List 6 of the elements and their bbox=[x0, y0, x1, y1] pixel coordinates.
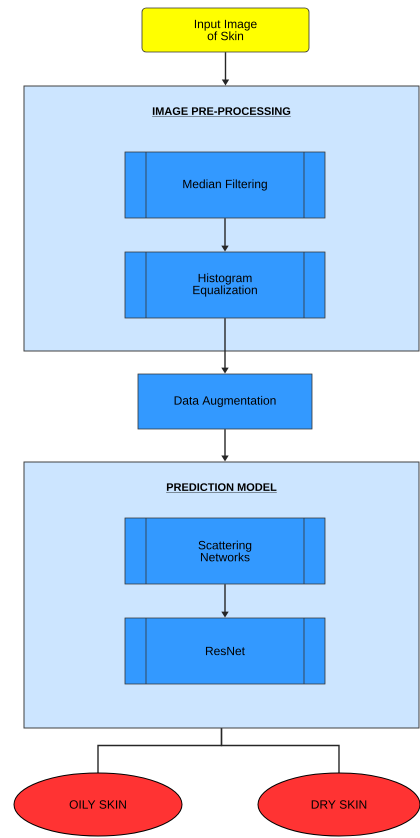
predefined-process-box: Histogram Equalization bbox=[124, 252, 326, 318]
process-box: Data Augmentation bbox=[138, 374, 312, 430]
input-box: Input Image of Skin bbox=[142, 8, 310, 52]
predefined-process-box: Median Filtering bbox=[124, 152, 326, 218]
predefined-process-box: ResNet bbox=[124, 618, 326, 684]
predefined-process-box: Scattering Networks bbox=[124, 518, 326, 584]
